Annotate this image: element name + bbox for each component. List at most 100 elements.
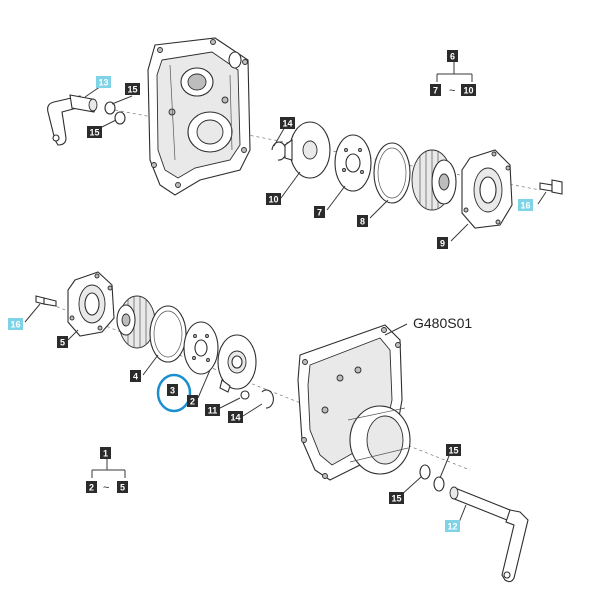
disc-2-part — [183, 321, 219, 375]
callout-box-l13 — [96, 76, 111, 88]
callout-l15b: 15 — [87, 126, 102, 138]
bolt-16a-part — [539, 179, 563, 195]
callout-box-l1to — [117, 481, 128, 493]
callout-label-l4: 4 — [133, 372, 138, 382]
callout-l1from: 2 — [86, 481, 97, 493]
drum-top-part — [411, 149, 457, 211]
range-tilde-6: ~ — [449, 85, 455, 97]
callout-label-l5: 5 — [60, 338, 65, 348]
callout-l15a: 15 — [125, 83, 140, 95]
callout-label-l8: 8 — [360, 217, 365, 227]
callout-l10: 10 — [266, 193, 281, 205]
callout-box-l1 — [100, 447, 111, 459]
callout-box-l1from — [86, 481, 97, 493]
oring-15a-part — [104, 101, 116, 115]
callout-l1to: 5 — [117, 481, 128, 493]
oring-15d-part — [433, 476, 445, 492]
callout-box-l11 — [205, 404, 220, 416]
callout-label-l10: 10 — [268, 195, 278, 205]
callout-l3: 3 — [167, 384, 178, 396]
callout-l11: 11 — [205, 404, 220, 416]
callout-label-l1to: 5 — [120, 483, 125, 493]
callout-l13: 13 — [96, 76, 111, 88]
lever-13-part — [47, 94, 98, 146]
callout-l12: 12 — [445, 520, 460, 532]
callout-label-l6to: 10 — [463, 86, 473, 96]
oring-15c-part — [419, 464, 431, 480]
lever-12-part — [449, 486, 529, 583]
callout-box-l14b — [228, 411, 243, 423]
callout-box-l3 — [167, 384, 178, 396]
callout-label-l3: 3 — [170, 386, 175, 396]
callout-label-l14b: 14 — [230, 413, 240, 423]
callout-box-l16b — [8, 318, 23, 330]
callout-box-l2 — [187, 395, 198, 407]
callout-label-l15c: 15 — [448, 446, 458, 456]
callout-label-l9: 9 — [440, 239, 445, 249]
housing-top-part — [147, 37, 251, 196]
callout-label-l15d: 15 — [391, 494, 401, 504]
plate-10-part — [284, 121, 331, 179]
callout-box-l15d — [389, 492, 404, 504]
highlight-circle — [156, 373, 192, 413]
plate-4-part — [149, 305, 187, 363]
housing-bottom-part — [297, 324, 411, 481]
callout-l4: 4 — [130, 370, 141, 382]
callout-box-l15a — [125, 83, 140, 95]
callout-label-l16a: 16 — [520, 201, 530, 211]
range-bracket-1 — [91, 458, 126, 478]
callout-l5: 5 — [57, 336, 68, 348]
callout-box-l12 — [445, 520, 460, 532]
flange-5-part — [67, 271, 115, 337]
snap-ring-14b-part — [261, 389, 274, 409]
callout-label-l11: 11 — [208, 406, 218, 416]
callout-label-l6from: 7 — [433, 86, 438, 96]
callout-label-l16b: 16 — [10, 320, 20, 330]
disc-7-part — [334, 134, 372, 192]
callout-label-l12: 12 — [447, 522, 457, 532]
callout-label-l2: 2 — [190, 397, 195, 407]
bolt-16b-part — [35, 295, 57, 307]
callout-l8: 8 — [357, 215, 368, 227]
callout-l6: 6 — [447, 50, 458, 62]
callout-box-l16a — [518, 199, 533, 211]
callout-box-l15c — [446, 444, 461, 456]
callout-l7: 7 — [314, 206, 325, 218]
callout-l2: 2 — [187, 395, 198, 407]
callout-l16b: 16 — [8, 318, 23, 330]
callout-box-l6to — [461, 84, 476, 96]
callout-box-l4 — [130, 370, 141, 382]
callout-l6to: 10 — [461, 84, 476, 96]
callout-box-l7 — [314, 206, 325, 218]
callout-label-l6: 6 — [450, 52, 455, 62]
callout-label-l13: 13 — [98, 78, 108, 88]
drum-bottom-part — [116, 295, 156, 349]
callout-l14a: 14 — [280, 117, 295, 129]
callout-label-l15b: 15 — [89, 128, 99, 138]
snap-ring-14a-part — [271, 141, 287, 161]
range-tilde-1: ~ — [103, 482, 109, 494]
callout-box-l9 — [437, 237, 448, 249]
ball-11-part — [240, 390, 250, 400]
callout-box-l14a — [280, 117, 295, 129]
range-bracket-6 — [436, 62, 473, 82]
callout-label-l7: 7 — [317, 208, 322, 218]
callout-box-l6 — [447, 50, 458, 62]
callout-label-l15a: 15 — [127, 85, 137, 95]
callout-label-l1: 1 — [103, 449, 108, 459]
callout-box-l8 — [357, 215, 368, 227]
callout-label-l14a: 14 — [282, 119, 292, 129]
callout-l15d: 15 — [389, 492, 404, 504]
callout-l15c: 15 — [446, 444, 461, 456]
plate-8-part — [373, 142, 411, 204]
callout-label-l1from: 2 — [89, 483, 94, 493]
callout-l9: 9 — [437, 237, 448, 249]
callout-box-l6from — [430, 84, 441, 96]
callout-l16a: 16 — [518, 199, 533, 211]
diagram-code: G480S01 — [413, 315, 472, 331]
callout-box-l15b — [87, 126, 102, 138]
callout-l1: 1 — [100, 447, 111, 459]
oring-15b-part — [114, 111, 126, 125]
